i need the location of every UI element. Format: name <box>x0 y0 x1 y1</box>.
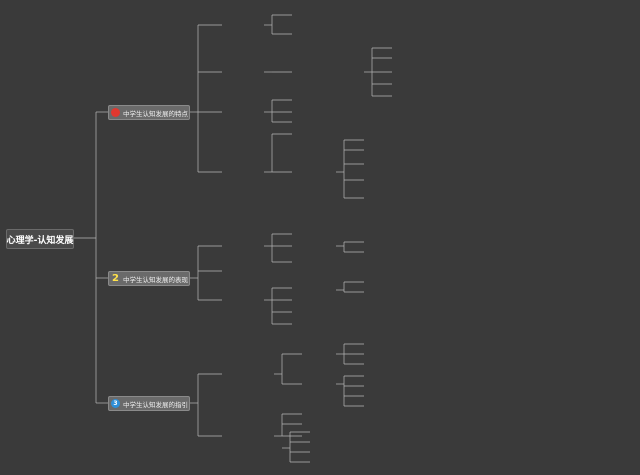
root-node[interactable]: 心理学-认知发展 <box>6 229 74 249</box>
branch-number-badge: 1 <box>111 108 120 117</box>
branch-label: 中学生认知发展的指引 <box>123 400 188 409</box>
branch-node-3[interactable]: 3 中学生认知发展的指引 <box>108 396 190 411</box>
root-label: 心理学-认知发展 <box>6 235 74 246</box>
branch-label: 中学生认知发展的特点 <box>123 109 188 118</box>
branch-node-2[interactable]: 2 中学生认知发展的表现 <box>108 271 190 286</box>
branch-number-badge: 3 <box>111 399 120 408</box>
branch-node-1[interactable]: 1 中学生认知发展的特点 <box>108 105 190 120</box>
branch-number-badge: 2 <box>112 273 119 284</box>
branch-label: 中学生认知发展的表现 <box>123 275 188 284</box>
